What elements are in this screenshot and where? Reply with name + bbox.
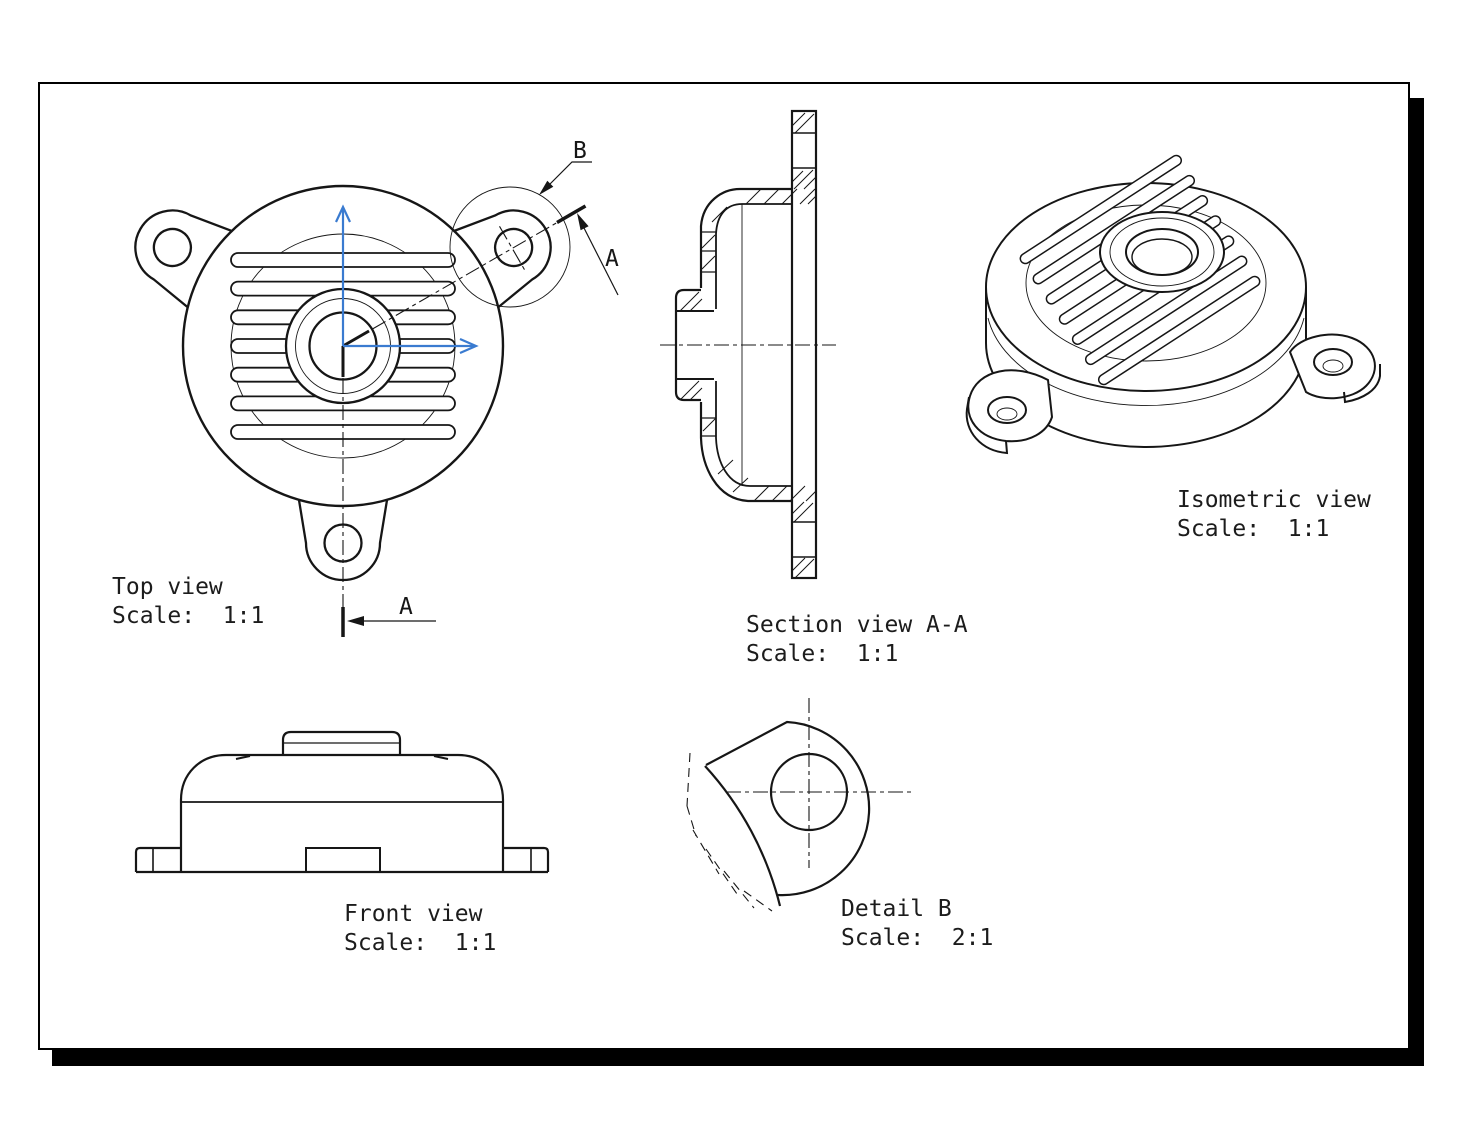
detail-arrow <box>539 180 554 195</box>
detail-view-title: Detail B <box>841 896 952 922</box>
isometric-view-scale: Scale: 1:1 <box>1177 516 1329 542</box>
section-arrow-bottom <box>347 616 364 626</box>
section-view-scale: Scale: 1:1 <box>746 641 898 667</box>
iso-tab-right <box>1288 333 1381 404</box>
front-bottom-tab <box>305 847 381 872</box>
section-arrow-top <box>577 213 589 231</box>
front-view-title: Front view <box>344 901 483 927</box>
detail-view-scale: Scale: 2:1 <box>841 925 993 951</box>
front-view: Front view Scale: 1:1 <box>134 730 550 956</box>
detail-tab <box>705 720 871 897</box>
iso-center-boss <box>1099 211 1225 293</box>
detail-centerlines <box>726 698 912 868</box>
tab-left <box>134 209 240 313</box>
drawing-page: A A B Top view Scale: 1 <box>38 82 1410 1050</box>
top-view: A A B Top view Scale: 1 <box>112 138 619 637</box>
housing-outer <box>699 187 792 503</box>
detail-callout-b: B <box>449 138 592 308</box>
hatching <box>679 112 817 579</box>
section-letter-top: A <box>605 246 619 272</box>
front-view-scale: Scale: 1:1 <box>344 930 496 956</box>
top-view-scale: Scale: 1:1 <box>112 603 264 629</box>
isometric-view-title: Isometric view <box>1177 487 1371 513</box>
detail-hidden-edges <box>686 752 773 912</box>
isometric-view: Isometric view Scale: 1:1 <box>965 154 1381 542</box>
front-outline <box>134 753 550 874</box>
section-view-title: Section view A-A <box>746 612 968 638</box>
top-view-title: Top view <box>112 574 223 600</box>
axis-cross <box>335 204 479 355</box>
section-view-aa: Section view A-A Scale: 1:1 <box>660 109 968 667</box>
section-line-aa: A A <box>341 204 619 637</box>
detail-body-arc <box>704 765 782 907</box>
detail-b-view: Detail B Scale: 2:1 <box>686 698 993 951</box>
front-boss <box>281 730 402 755</box>
iso-tab-left <box>965 369 1054 455</box>
section-letter-bottom: A <box>399 594 413 620</box>
detail-letter: B <box>573 138 587 164</box>
drawing-sheet: A A B Top view Scale: 1 <box>112 109 1381 956</box>
